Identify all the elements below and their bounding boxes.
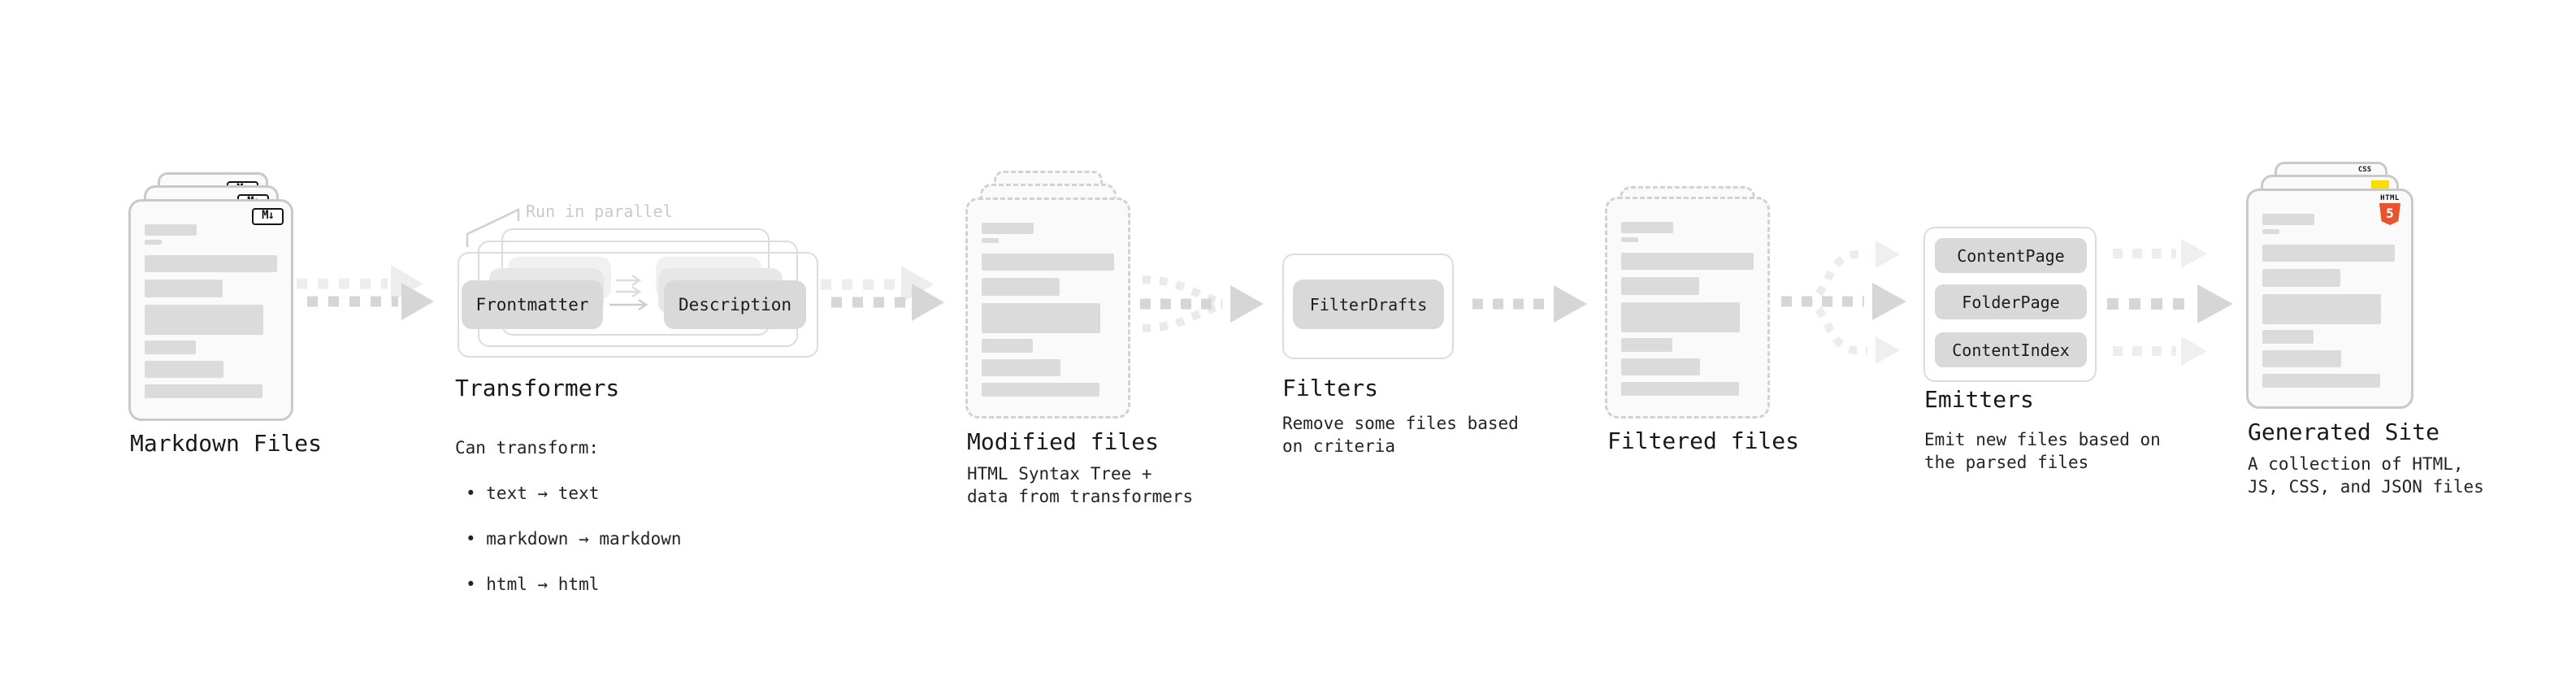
text-placeholder-bar	[982, 223, 1034, 234]
text-placeholder-bar	[982, 254, 1114, 271]
html5-icon-shield: 5	[2379, 203, 2400, 225]
arrow-filtered-to-emitters-diverging	[1781, 241, 1906, 364]
stage-label-emitters: Emitters	[1924, 386, 2034, 413]
text-placeholder-bar	[145, 240, 162, 245]
transformers-notes: Can transform: • text → text • markdown …	[455, 414, 682, 618]
stage-label-generated-site: Generated Site	[2248, 419, 2440, 445]
emitters-desc: Emit new files based on the parsed files	[1924, 430, 2161, 472]
filterdrafts-node: FilterDrafts	[1293, 280, 1444, 329]
arrow-modified-to-filters-converging	[1140, 275, 1264, 332]
arrow-emitters-to-site	[2107, 239, 2233, 366]
modified-file-front	[965, 197, 1130, 419]
text-placeholder-bar	[1621, 382, 1739, 396]
frontmatter-node: Frontmatter	[462, 280, 603, 329]
javascript-icon	[2371, 180, 2389, 189]
folderpage-node: FolderPage	[1935, 284, 2087, 319]
text-placeholder-bar	[2262, 229, 2279, 234]
html5-icon: HTML 5	[2379, 195, 2401, 225]
text-placeholder-bar	[2262, 245, 2395, 262]
stage-label-transformers: Transformers	[455, 375, 620, 401]
description-node: Description	[664, 280, 806, 329]
text-placeholder-bar	[145, 361, 223, 378]
text-placeholder-bar	[145, 384, 262, 398]
text-placeholder-bar	[2262, 374, 2380, 388]
text-placeholder-bar	[982, 303, 1100, 333]
transformers-bullet: • text → text	[466, 484, 600, 503]
modified-files-desc: HTML Syntax Tree + data from transformer…	[967, 464, 1194, 506]
stage-label-filtered-files: Filtered files	[1607, 427, 1800, 454]
document-content-placeholder	[2249, 191, 2411, 388]
text-placeholder-bar	[1621, 358, 1700, 375]
transformers-bullet: • markdown → markdown	[466, 529, 682, 549]
markdown-file-front: M↓	[128, 199, 293, 421]
html-file-front: HTML 5	[2246, 189, 2413, 409]
text-placeholder-bar	[982, 359, 1060, 376]
arrow-filters-to-filtered	[1472, 285, 1587, 323]
text-placeholder-bar	[2262, 330, 2314, 344]
contentpage-node: ContentPage	[1935, 238, 2087, 273]
text-placeholder-bar	[2262, 269, 2340, 287]
text-placeholder-bar	[2262, 350, 2341, 367]
text-placeholder-bar	[2262, 214, 2314, 225]
document-content-placeholder	[968, 200, 1128, 397]
markdown-icon: M↓	[252, 208, 284, 225]
run-in-parallel-annotation: Run in parallel	[526, 202, 673, 221]
css-icon-label: CSS	[2357, 166, 2372, 174]
stage-label-modified-files: Modified files	[967, 428, 1160, 455]
transformers-frame-front	[458, 252, 818, 358]
transformers-notes-title: Can transform:	[455, 438, 600, 458]
arrow-markdown-to-transformers	[297, 265, 434, 320]
text-placeholder-bar	[145, 280, 223, 297]
filters-desc: Remove some files based on criteria	[1282, 414, 1519, 456]
text-placeholder-bar	[982, 383, 1099, 397]
filtered-file-front	[1605, 197, 1770, 419]
text-placeholder-bar	[145, 305, 263, 335]
arrow-transformers-to-modified	[821, 266, 944, 321]
text-placeholder-bar	[1621, 338, 1672, 352]
generated-site-desc: A collection of HTML, JS, CSS, and JSON …	[2248, 454, 2484, 497]
text-placeholder-bar	[1621, 277, 1699, 295]
text-placeholder-bar	[982, 238, 999, 243]
stage-label-filters: Filters	[1282, 375, 1379, 401]
text-placeholder-bar	[1621, 237, 1638, 242]
transformers-bullet: • html → html	[466, 575, 600, 594]
document-content-placeholder	[1607, 199, 1767, 396]
text-placeholder-bar	[145, 224, 197, 236]
text-placeholder-bar	[145, 255, 277, 272]
text-placeholder-bar	[1621, 222, 1673, 233]
text-placeholder-bar	[1621, 253, 1754, 270]
document-content-placeholder	[131, 202, 291, 398]
text-placeholder-bar	[1621, 302, 1740, 332]
html5-icon-word: HTML	[2380, 194, 2400, 202]
text-placeholder-bar	[145, 340, 196, 354]
text-placeholder-bar	[982, 278, 1060, 296]
stage-label-markdown-files: Markdown Files	[130, 430, 323, 457]
text-placeholder-bar	[982, 339, 1033, 353]
contentindex-node: ContentIndex	[1935, 332, 2087, 367]
text-placeholder-bar	[2262, 294, 2381, 324]
